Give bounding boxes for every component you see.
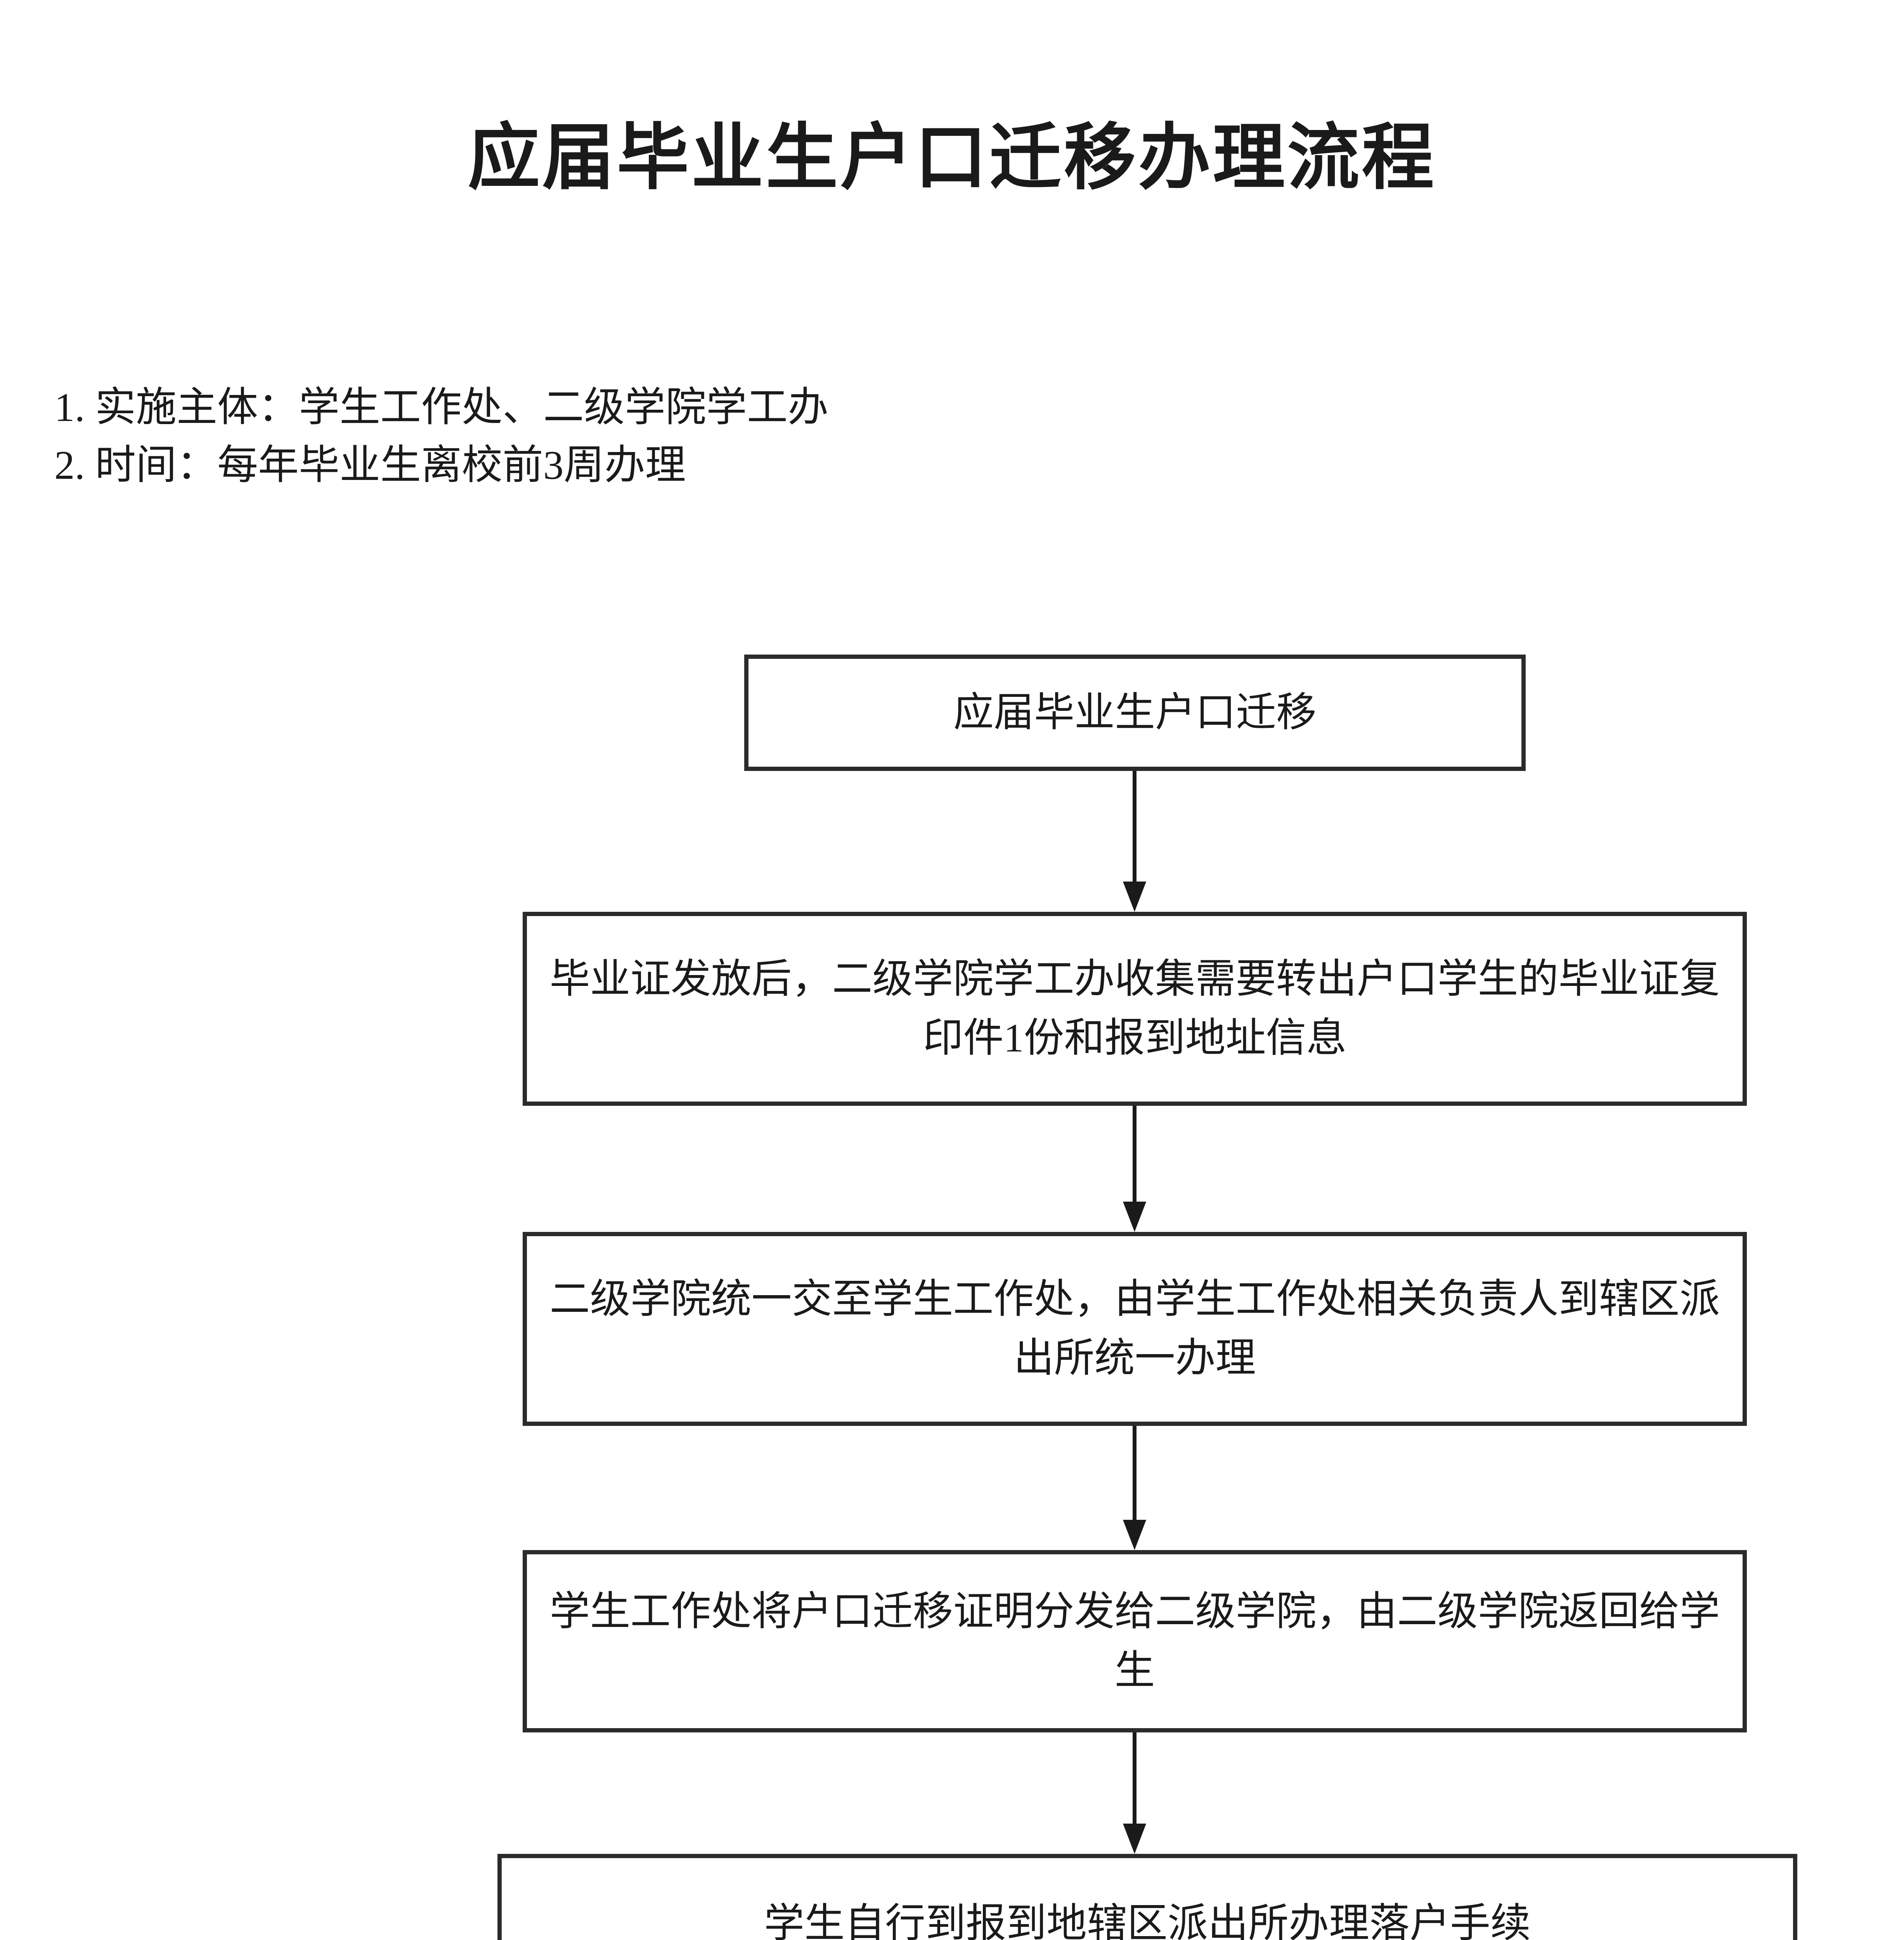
intro-note-line-2: 2. 时间：每年毕业生离校前3周办理 bbox=[54, 442, 686, 488]
arrow-shaft bbox=[1133, 1732, 1137, 1824]
flow-node-step-2: 二级学院统一交至学生工作处，由学生工作处相关负责人到辖区派出所统一办理 bbox=[523, 1232, 1747, 1426]
down-arrow-icon bbox=[1123, 882, 1146, 912]
flow-node-step-1-label: 毕业证发放后，二级学院学工办收集需要转出户口学生的毕业证复印件1份和报到地址信息 bbox=[549, 957, 1720, 1060]
flow-node-step-3: 学生工作处将户口迁移证明分发给二级学院，由二级学院返回给学生 bbox=[523, 1550, 1747, 1732]
arrow-shaft bbox=[1133, 1106, 1137, 1202]
down-arrow-icon bbox=[1123, 1520, 1146, 1550]
flow-node-step-3-label: 学生工作处将户口迁移证明分发给二级学院，由二级学院返回给学生 bbox=[549, 1589, 1720, 1693]
arrow-shaft bbox=[1133, 1426, 1137, 1520]
intro-note-line-1: 1. 实施主体：学生工作处、二级学院学工办 bbox=[54, 385, 829, 430]
flow-node-end-label: 学生自行到报到地辖区派出所办理落户手续 bbox=[764, 1901, 1531, 1940]
page-title: 应届毕业生户口迁移办理流程 bbox=[468, 118, 1436, 198]
flow-node-step-1: 毕业证发放后，二级学院学工办收集需要转出户口学生的毕业证复印件1份和报到地址信息 bbox=[523, 912, 1747, 1106]
flow-node-step-2-label: 二级学院统一交至学生工作处，由学生工作处相关负责人到辖区派出所统一办理 bbox=[549, 1277, 1720, 1381]
arrow-shaft bbox=[1133, 771, 1137, 882]
down-arrow-icon bbox=[1123, 1202, 1146, 1232]
flow-node-end: 学生自行到报到地辖区派出所办理落户手续 bbox=[497, 1854, 1797, 1940]
down-arrow-icon bbox=[1123, 1824, 1146, 1854]
flow-node-start-label: 应届毕业生户口迁移 bbox=[953, 690, 1317, 735]
intro-notes: 1. 实施主体：学生工作处、二级学院学工办 2. 时间：每年毕业生离校前3周办理 bbox=[54, 378, 1762, 494]
flow-node-start: 应届毕业生户口迁移 bbox=[744, 655, 1526, 771]
